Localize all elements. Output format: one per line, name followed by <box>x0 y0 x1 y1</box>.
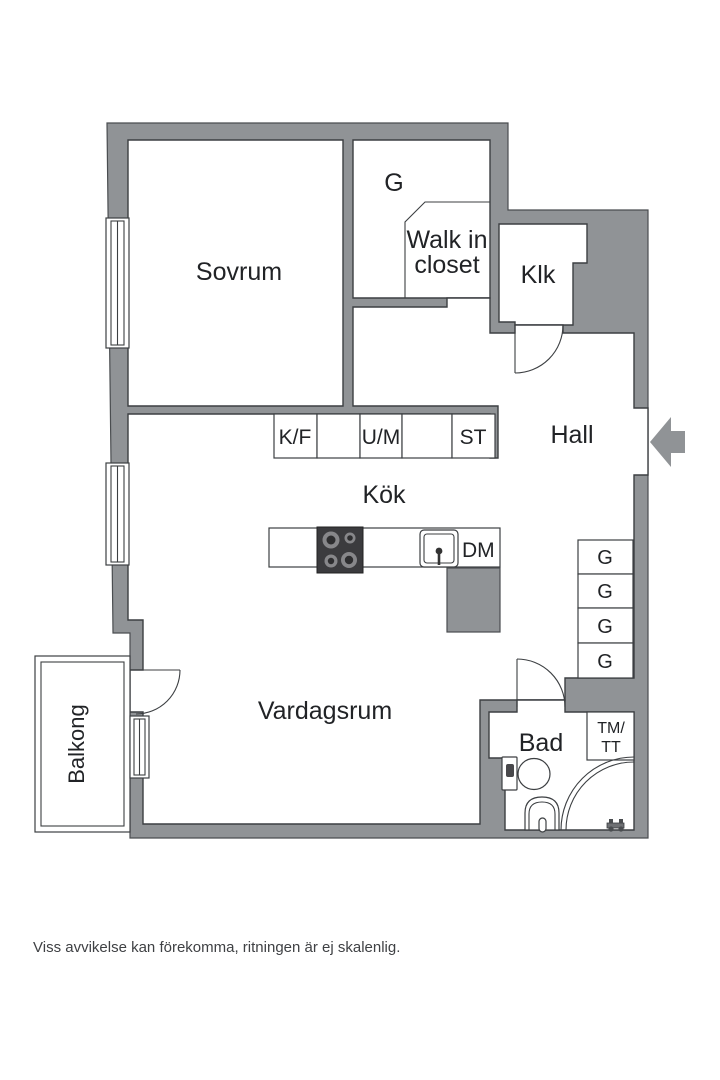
label-klk: Klk <box>521 261 556 289</box>
label-hall: Hall <box>550 421 593 449</box>
label-walk-in-1: Walk in <box>406 226 487 254</box>
door-arc-icon <box>516 658 566 708</box>
kitchen-counter: DM <box>268 526 501 574</box>
door-arc-icon <box>514 324 564 374</box>
balcony <box>34 655 131 833</box>
kitchen-block <box>446 567 501 633</box>
window-icon <box>105 462 130 566</box>
label-closet-g: G <box>384 169 403 197</box>
label-vardagsrum: Vardagsrum <box>258 697 392 725</box>
label-bad: Bad <box>519 729 563 757</box>
wardrobe-label: G <box>597 581 613 603</box>
room-klk <box>498 223 588 326</box>
wardrobe-label: G <box>597 547 613 569</box>
label-walk-in-2: closet <box>414 251 479 279</box>
label-sovrum: Sovrum <box>196 258 282 286</box>
sink-icon <box>419 529 459 568</box>
label-kok: Kök <box>362 481 406 509</box>
cabinet-label: ST <box>460 426 487 449</box>
dryer-label: TT <box>601 739 621 756</box>
door-arc-icon <box>135 669 181 715</box>
washer-dryer-unit: TM/ TT <box>586 711 635 761</box>
entrance-arrow-icon <box>650 417 685 467</box>
washer-label: TM/ <box>597 720 625 737</box>
toilet-icon <box>501 756 551 791</box>
stove-icon <box>316 526 364 574</box>
disclaimer-text: Viss avvikelse kan förekomma, ritningen … <box>33 939 400 956</box>
window-icon <box>105 217 130 349</box>
washbasin-icon <box>524 796 560 833</box>
window-icon <box>129 715 150 779</box>
wardrobe-label: G <box>597 651 613 673</box>
kitchen-cabinets: K/F U/M ST <box>273 413 496 459</box>
dishwasher-label: DM <box>462 539 495 562</box>
cabinet-label: U/M <box>362 426 401 449</box>
shower-icon <box>560 756 635 832</box>
cabinet-label: K/F <box>279 426 312 449</box>
label-balkong: Balkong <box>64 704 89 784</box>
closet-divider-line <box>404 201 490 298</box>
wardrobe-label: G <box>597 616 613 638</box>
wardrobe-column: G G G G <box>577 539 634 679</box>
